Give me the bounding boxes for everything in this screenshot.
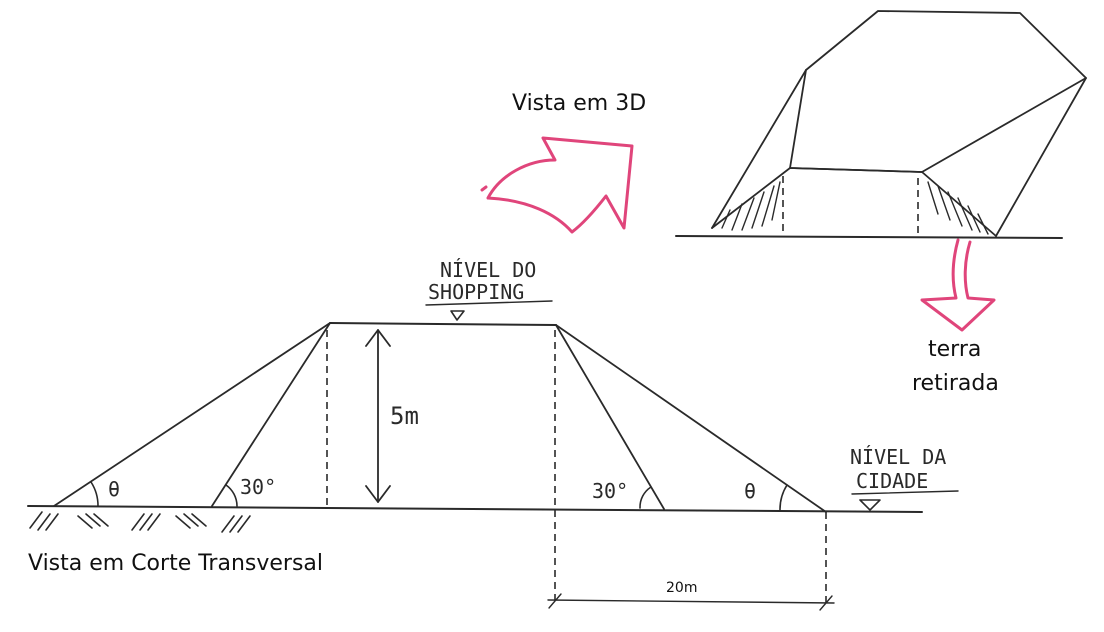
ground-line-3d: [675, 235, 1063, 239]
angle-arc-left-30: [225, 484, 238, 507]
slope-right-outer: [555, 324, 827, 513]
slope-left-inner: [211, 322, 331, 507]
shopping-level-label-line1: NÍVEL DO: [440, 258, 536, 282]
cross-section: [27, 300, 959, 611]
height-label: 5m: [390, 402, 419, 430]
angle-arc-left-theta: [90, 481, 99, 507]
platform-top: [329, 322, 557, 326]
down-arrow-icon: [920, 238, 996, 332]
level-triangle-icon: [450, 310, 465, 321]
angle-arc-right-30: [639, 486, 652, 509]
angle-theta-left: θ: [108, 477, 120, 501]
angle-30-right: 30°: [592, 479, 628, 503]
shopping-level-label-line2: SHOPPING: [428, 280, 524, 304]
removed-earth-label-line1: terra: [928, 337, 981, 362]
width-dimension: [547, 593, 835, 611]
angle-theta-right: θ: [744, 479, 756, 503]
level-triangle-icon: [859, 499, 881, 511]
city-level-label-line2: CIDADE: [856, 469, 928, 493]
angle-arc-right-theta: [779, 484, 788, 511]
city-label-underline: [851, 490, 959, 495]
city-level-label-line1: NÍVEL DA: [850, 445, 946, 469]
slope-right-inner: [555, 324, 665, 510]
shopping-label-underline: [425, 300, 553, 306]
view-3d-label: Vista em 3D: [512, 91, 646, 116]
removed-earth-label-line2: retirada: [912, 371, 999, 396]
angle-30-left: 30°: [240, 475, 276, 499]
prism-top: [789, 10, 1087, 173]
curved-arrow-icon: [480, 136, 634, 234]
height-dimension: [365, 329, 391, 503]
width-label: 20m: [666, 580, 697, 596]
ground-hatch: [29, 511, 251, 533]
cross-section-label: Vista em Corte Transversal: [28, 551, 323, 576]
removed-earth-hatch: [721, 181, 989, 235]
ground-line: [27, 505, 923, 513]
slope-left-outer: [53, 322, 331, 507]
view-3d-drawing: [675, 10, 1087, 239]
